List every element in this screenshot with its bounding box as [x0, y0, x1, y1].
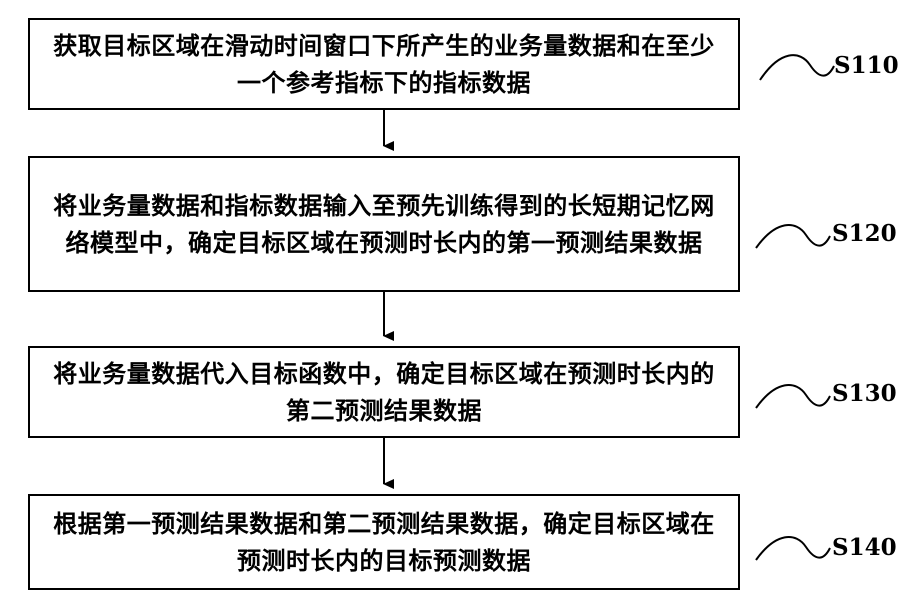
step-label-s130: S130	[832, 380, 897, 407]
leader-s140	[756, 537, 830, 560]
step-label-s110: S110	[834, 52, 899, 79]
step-label-s140: S140	[832, 534, 897, 561]
leader-s130	[756, 385, 830, 408]
leader-s110	[760, 55, 834, 80]
leader-s120	[756, 225, 830, 248]
step-label-s120: S120	[832, 220, 897, 247]
